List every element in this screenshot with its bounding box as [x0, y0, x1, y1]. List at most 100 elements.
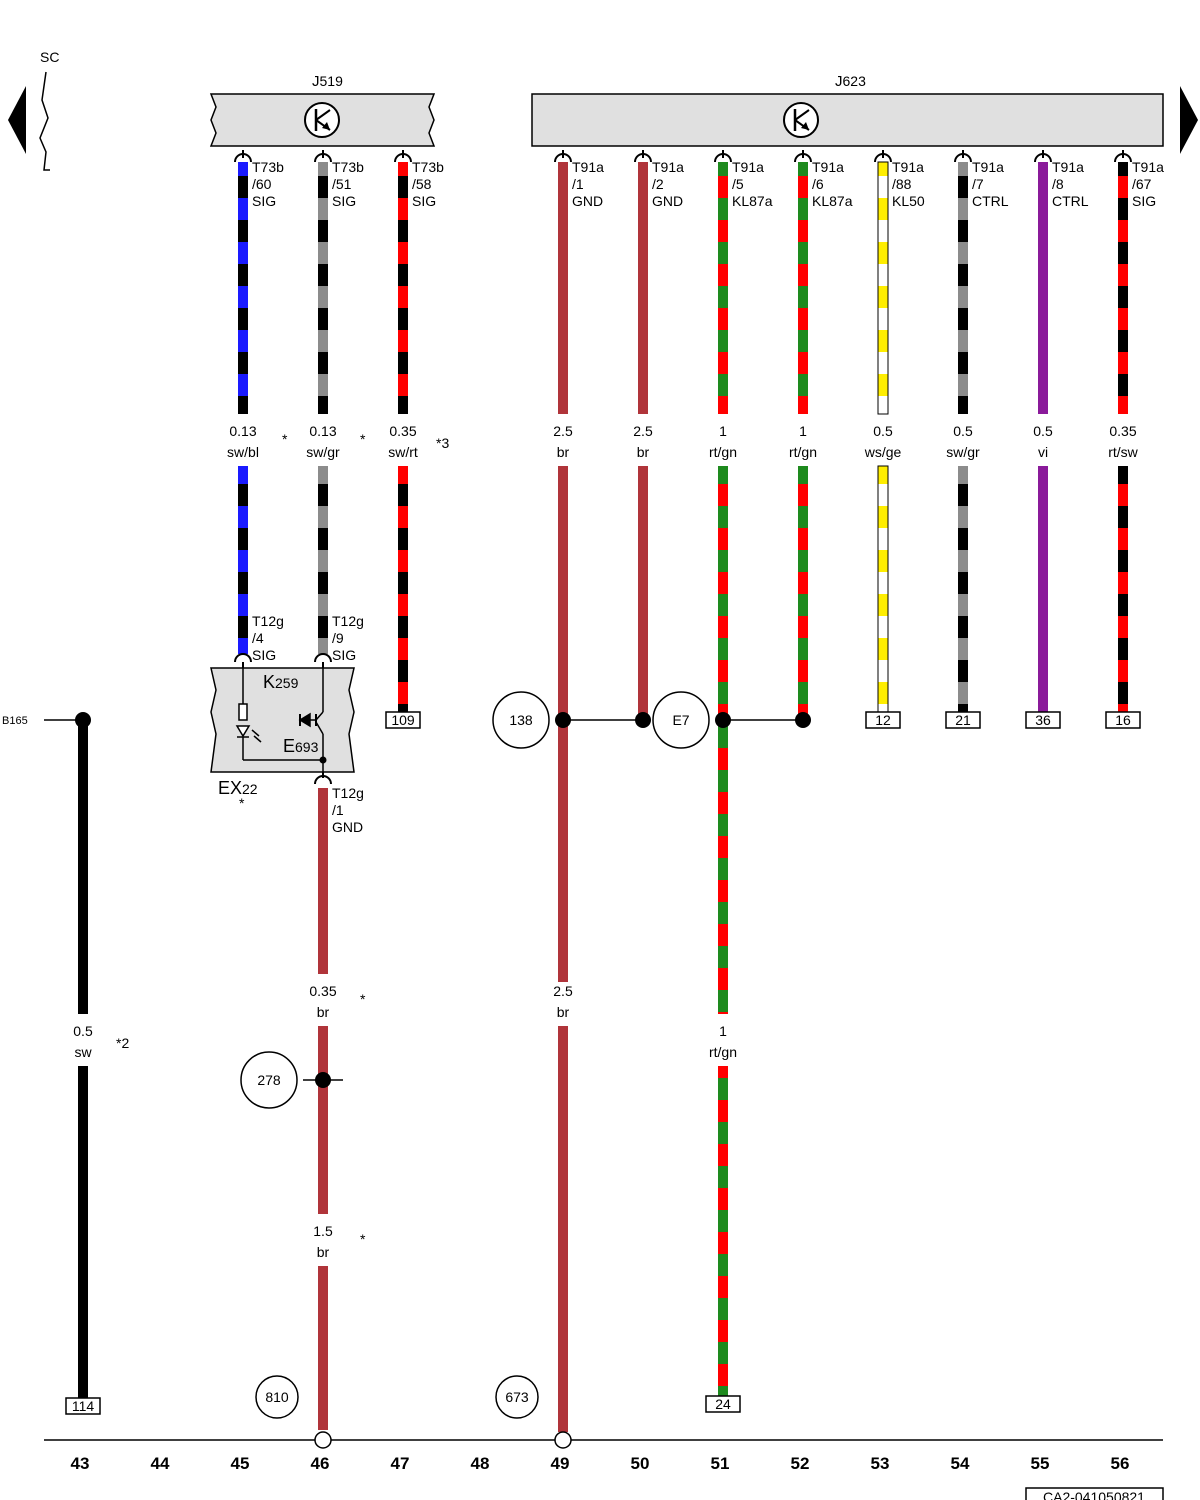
end-box-24[interactable]: 24	[705, 1395, 741, 1413]
svg-text:rt/gn: rt/gn	[709, 444, 737, 460]
transistor-icon	[304, 102, 340, 138]
doc-id-frame	[1025, 1487, 1164, 1500]
page-right-arrow[interactable]	[1180, 86, 1198, 154]
end-box-109[interactable]: 109	[385, 711, 421, 729]
svg-text:0.35: 0.35	[389, 423, 416, 439]
svg-text:br: br	[557, 444, 570, 460]
svg-text:sw/bl: sw/bl	[227, 444, 259, 460]
svg-text:*: *	[360, 991, 366, 1007]
end-box-114[interactable]: 114	[65, 1397, 101, 1415]
junction-node	[75, 712, 91, 728]
svg-text:sw: sw	[74, 1044, 92, 1060]
svg-text:br: br	[317, 1004, 330, 1020]
svg-text:109: 109	[391, 712, 415, 728]
svg-text:ws/ge: ws/ge	[864, 444, 902, 460]
svg-text:278: 278	[257, 1072, 281, 1088]
junction-node	[319, 756, 327, 764]
svg-text:*: *	[282, 431, 288, 447]
svg-text:0.5: 0.5	[953, 423, 973, 439]
end-box-36[interactable]: 36	[1025, 711, 1061, 729]
wire-col47	[398, 162, 408, 712]
svg-text:rt/gn: rt/gn	[709, 1044, 737, 1060]
wire-col55	[1038, 162, 1048, 712]
svg-text:rt/sw: rt/sw	[1108, 444, 1138, 460]
component-ex22-box	[210, 667, 355, 773]
svg-text:43: 43	[71, 1454, 90, 1473]
svg-text:50: 50	[631, 1454, 650, 1473]
svg-text:0.13: 0.13	[309, 423, 336, 439]
svg-text:44: 44	[151, 1454, 170, 1473]
svg-text:810: 810	[265, 1389, 289, 1405]
section-break-icon	[39, 71, 50, 171]
ground-point	[554, 1431, 572, 1449]
component-ex22-note: *	[239, 795, 245, 811]
svg-text:*2: *2	[116, 1035, 129, 1051]
end-box-21[interactable]: 21	[945, 711, 981, 729]
junction-node	[715, 712, 731, 728]
svg-text:E7: E7	[672, 712, 689, 728]
module-j519-name: J519	[312, 73, 343, 90]
end-box-12[interactable]: 12	[865, 711, 901, 729]
svg-text:54: 54	[951, 1454, 970, 1473]
svg-text:2.5: 2.5	[553, 983, 573, 999]
svg-text:*: *	[360, 1231, 366, 1247]
svg-text:1: 1	[799, 423, 807, 439]
wire-col56	[1118, 162, 1128, 712]
svg-text:46: 46	[311, 1454, 330, 1473]
module-j623-name: J623	[835, 73, 866, 90]
svg-text:56: 56	[1111, 1454, 1130, 1473]
b165-label: B165	[2, 715, 28, 727]
reference-circle-e7[interactable]: E7	[652, 691, 710, 749]
svg-text:0.5: 0.5	[873, 423, 893, 439]
junction-node	[795, 712, 811, 728]
svg-text:55: 55	[1031, 1454, 1050, 1473]
svg-text:45: 45	[231, 1454, 250, 1473]
svg-text:53: 53	[871, 1454, 890, 1473]
svg-text:br: br	[317, 1244, 330, 1260]
svg-text:0.35: 0.35	[309, 983, 336, 999]
reference-circle-673[interactable]: 673	[495, 1375, 539, 1419]
svg-text:0.5: 0.5	[1033, 423, 1053, 439]
doc-id: CA2-041050821	[1043, 1489, 1145, 1500]
wire-col54	[958, 162, 968, 712]
svg-text:21: 21	[955, 712, 971, 728]
reference-circle-810[interactable]: 810	[255, 1375, 299, 1419]
svg-text:1.5: 1.5	[313, 1223, 333, 1239]
wire-col45	[238, 162, 248, 654]
svg-text:2.5: 2.5	[553, 423, 573, 439]
svg-text:sw/gr: sw/gr	[946, 444, 980, 460]
svg-text:2.5: 2.5	[633, 423, 653, 439]
svg-text:52: 52	[791, 1454, 810, 1473]
svg-text:24: 24	[715, 1396, 731, 1412]
page-left-arrow[interactable]	[8, 86, 26, 154]
svg-text:16: 16	[1115, 712, 1131, 728]
ground-point	[314, 1431, 332, 1449]
wire-col46-lower	[318, 788, 328, 1430]
svg-text:36: 36	[1035, 712, 1051, 728]
column-numbers: 43 44 45 46 47 48 49 50 51 52 53 54 55 5…	[71, 1454, 1130, 1473]
component-k259-label: K259	[263, 672, 299, 692]
reference-circle-278[interactable]: 278	[240, 1051, 298, 1109]
svg-text:12: 12	[875, 712, 891, 728]
svg-text:vi: vi	[1038, 444, 1048, 460]
reference-circle-138[interactable]: 138	[492, 691, 550, 749]
wire-col52	[798, 162, 808, 720]
end-box-16[interactable]: 16	[1105, 711, 1141, 729]
module-j623-box	[531, 93, 1164, 147]
